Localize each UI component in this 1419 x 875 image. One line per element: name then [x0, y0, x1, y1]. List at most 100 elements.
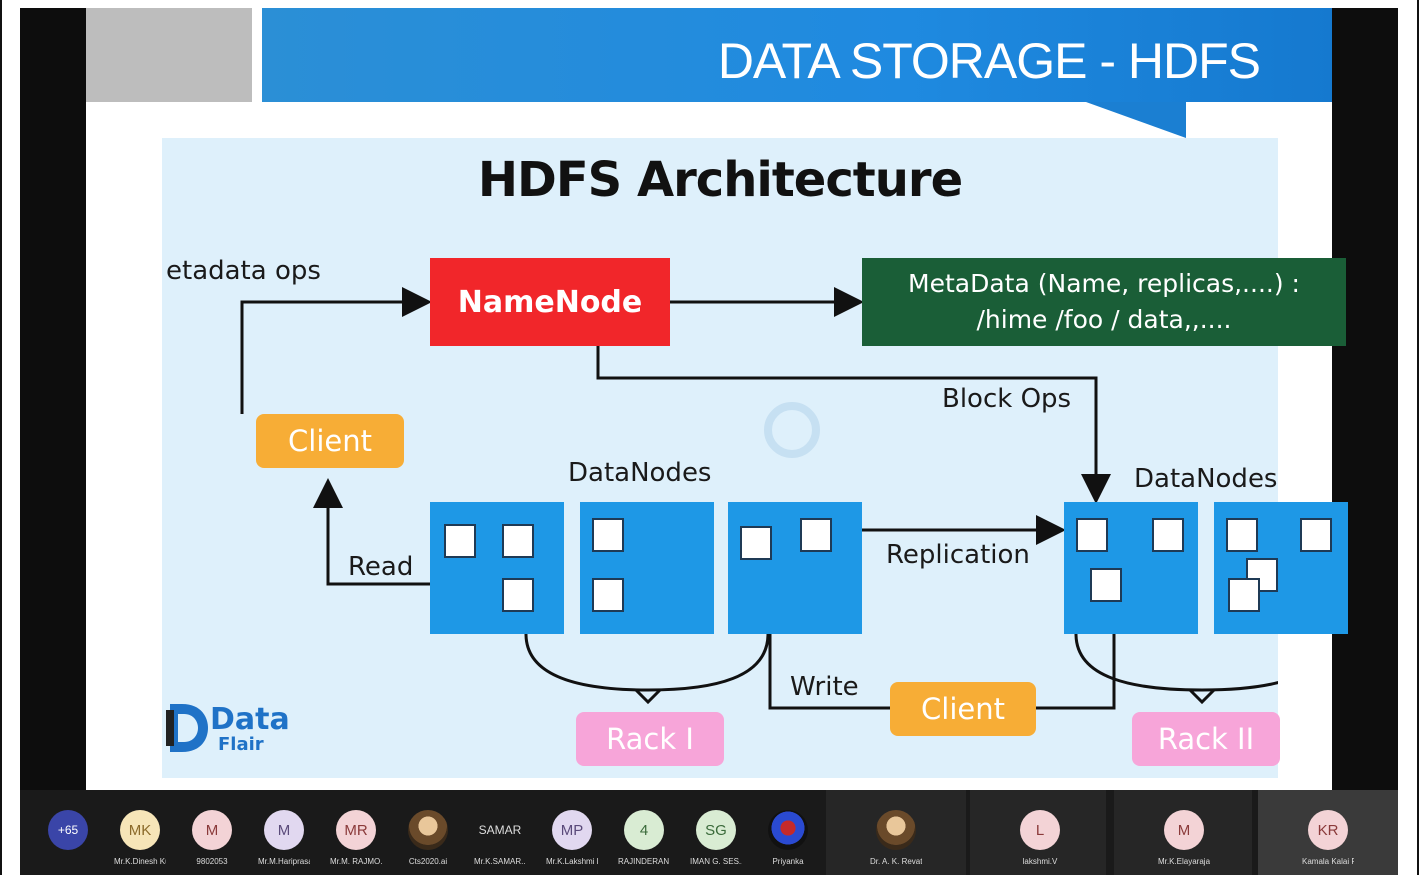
arrow-read	[313, 478, 430, 586]
write-label: Write	[790, 672, 859, 702]
participant-name: lakshmi.V	[1022, 857, 1058, 866]
datanode-3	[728, 502, 862, 634]
rack2-brace-tip	[1188, 688, 1216, 705]
datanode-1	[430, 502, 564, 634]
read-label: Read	[348, 552, 414, 582]
logo-flair-text: Flair	[218, 734, 264, 755]
metadata-ops-label: etadata ops	[166, 256, 321, 286]
participant-name: Mr.K.Dinesh Ku...	[114, 857, 166, 866]
data-block	[502, 524, 534, 558]
frame-border-right	[1417, 0, 1419, 875]
frame-border-left	[0, 0, 2, 875]
hdfs-architecture-diagram: HDFS Architecture etadata ops NameNode M…	[162, 138, 1348, 778]
arrow-block-ops	[596, 346, 1111, 504]
avatar: 4	[624, 810, 664, 850]
avatar: L	[1020, 810, 1060, 850]
avatar: SG	[696, 810, 736, 850]
participant-tile[interactable]: L lakshmi.V	[1014, 810, 1066, 866]
avatar: KR	[1308, 810, 1348, 850]
data-block	[1076, 518, 1108, 552]
client-top: Client	[256, 414, 404, 468]
block-ops-label: Block Ops	[942, 384, 1072, 414]
datanode-4	[1064, 502, 1198, 634]
rack1-brace	[524, 633, 770, 692]
data-block	[592, 518, 624, 552]
participant-tile[interactable]: M Mr.K.Elayaraja	[1158, 810, 1210, 866]
data-block	[502, 578, 534, 612]
avatar: MP	[552, 810, 592, 850]
avatar: MK	[120, 810, 160, 850]
replication-label: Replication	[886, 540, 1030, 570]
participant-name: Cts2020.ai	[408, 857, 448, 866]
metadata-line-2: /hime /foo / data,,....	[976, 305, 1232, 334]
arrow-client-to-namenode	[240, 287, 432, 414]
participant-name: Kamala Kalai Ruthram (Guest)	[1302, 857, 1354, 866]
data-block	[444, 524, 476, 558]
participant-name: Dr. A. K. Revathi	[870, 857, 922, 866]
data-block	[1090, 568, 1122, 602]
participant-tile[interactable]: MR Mr.M. RAJMO...	[330, 810, 382, 866]
rack2-brace	[1074, 633, 1278, 692]
participant-tile[interactable]: M 9802053	[186, 810, 238, 866]
data-block	[1152, 518, 1184, 552]
participant-tile[interactable]: MP Mr.K.Lakshmi P...	[546, 810, 598, 866]
participant-name: RAJINDERAN K	[618, 857, 670, 866]
logo-data-text: Data	[210, 702, 290, 737]
arrow-client-to-right-datanode	[1036, 596, 1129, 710]
rack-1-badge: Rack I	[576, 712, 724, 766]
participant-more[interactable]: +65	[42, 810, 94, 850]
data-block	[1300, 518, 1332, 552]
slide-title: DATA STORAGE - HDFS	[717, 33, 1261, 89]
avatar-photo	[876, 810, 916, 850]
diagram-connectors	[240, 287, 1278, 710]
header-banner-tail	[1086, 102, 1186, 138]
participant-tile[interactable]: MK Mr.K.Dinesh Ku...	[114, 810, 166, 866]
participant-name: Priyanka	[772, 857, 804, 866]
data-block	[592, 578, 624, 612]
metadata-box: MetaData (Name, replicas,....) : /hime /…	[862, 258, 1346, 346]
avatar: +65	[48, 810, 88, 850]
letterbox-left	[20, 8, 86, 790]
avatar-photo	[408, 810, 448, 850]
avatar: SAMAR	[478, 823, 522, 837]
diagram-title: HDFS Architecture	[477, 152, 963, 208]
header-gray-block	[86, 8, 252, 102]
avatar: M	[264, 810, 304, 850]
datanode-5	[1214, 502, 1348, 634]
participant-tile[interactable]: 4 RAJINDERAN K	[618, 810, 670, 866]
participant-name: 9802053	[196, 857, 228, 866]
client-bottom: Client	[890, 682, 1036, 736]
participant-tile[interactable]: M Mr.M.Hariprasath	[258, 810, 310, 866]
participant-name: Mr.M. RAJMO...	[330, 857, 382, 866]
avatar-photo	[768, 810, 808, 850]
participant-tile[interactable]: Cts2020.ai	[402, 810, 454, 866]
data-block	[1226, 518, 1258, 552]
data-block	[740, 526, 772, 560]
participant-tile[interactable]: KR Kamala Kalai Ruthram (Guest)	[1302, 810, 1354, 866]
participant-name: Mr.M.Hariprasath	[258, 857, 310, 866]
watermark-logo	[764, 402, 820, 458]
participant-tile[interactable]: SG IMAN G. SES...	[690, 810, 742, 866]
shared-slide: DATA STORAGE - HDFS	[86, 8, 1348, 790]
participant-name: IMAN G. SES...	[690, 857, 742, 866]
avatar: MR	[336, 810, 376, 850]
participant-tile[interactable]: Dr. A. K. Revathi	[870, 810, 922, 866]
data-block	[800, 518, 832, 552]
datanodes-right-label: DataNodes	[1134, 464, 1278, 494]
participants-strip: +65 MK Mr.K.Dinesh Ku... M 9802053 M Mr.…	[20, 790, 1398, 875]
header-banner: DATA STORAGE - HDFS	[262, 8, 1332, 102]
participant-name: Mr.K.SAMAR...	[474, 857, 526, 866]
participant-tile[interactable]: SAMAR Mr.K.SAMAR...	[474, 810, 526, 866]
letterbox-right	[1332, 8, 1398, 790]
data-block	[1228, 578, 1260, 612]
participant-name: Mr.K.Elayaraja	[1158, 857, 1210, 866]
datanode-2	[580, 502, 714, 634]
avatar: M	[192, 810, 232, 850]
datanodes-left-label: DataNodes	[568, 458, 712, 488]
avatar: M	[1164, 810, 1204, 850]
rack-2-badge: Rack II	[1132, 712, 1280, 766]
participant-name: Mr.K.Lakshmi P...	[546, 857, 598, 866]
participant-tile[interactable]: Priyanka	[762, 810, 814, 866]
metadata-line-1: MetaData (Name, replicas,....) :	[908, 269, 1300, 298]
